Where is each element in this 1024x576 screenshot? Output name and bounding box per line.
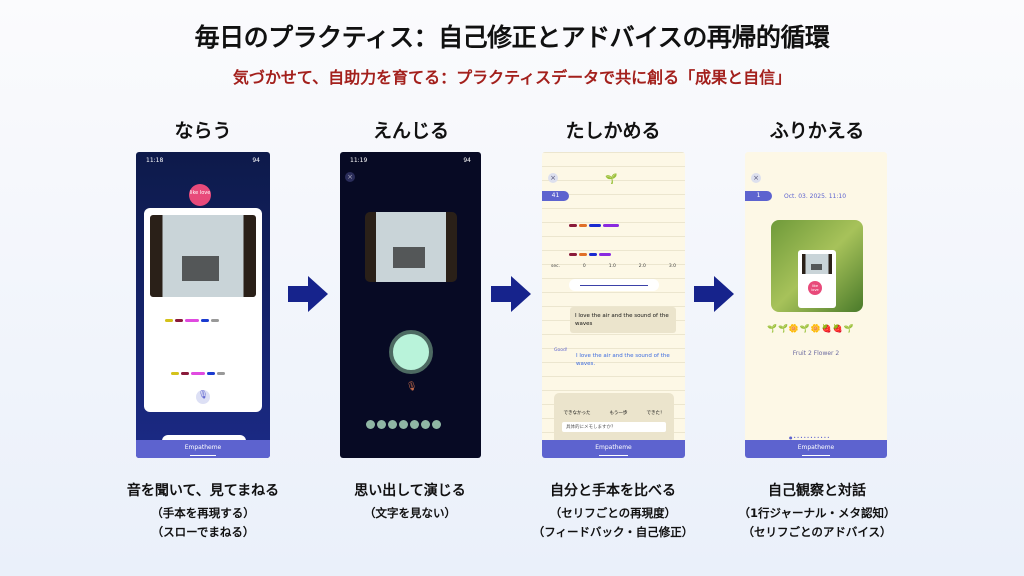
model-waveform xyxy=(568,212,620,231)
close-button[interactable]: × xyxy=(548,173,558,183)
axis-tick: 2.0 xyxy=(638,264,646,269)
status-time: 11:18 xyxy=(146,157,164,164)
growth-icons: 🌱🌱🌼🌱🌼🍓🍓🌱 xyxy=(767,324,855,333)
session-date: Oct. 03. 2025. 11:10 xyxy=(784,193,847,200)
caption-sub: （手本を再現する） xyxy=(151,506,255,520)
status-time: 11:19 xyxy=(350,157,368,164)
step-label-tashikameru: たしかめる xyxy=(565,120,661,142)
caption-sub: （セリフごとのアドバイス） xyxy=(742,525,892,539)
axis-tick: 3.0 xyxy=(668,264,676,269)
time-axis: sec. 0 1.0 2.0 3.0 xyxy=(551,264,676,269)
caption-sub: （1行ジャーナル・メタ認知） xyxy=(738,506,896,520)
caption-main: 音を聞いて、見てまねる xyxy=(126,483,280,499)
good-label: Good! xyxy=(554,348,568,353)
axis-label: sec. xyxy=(551,264,561,269)
playback-slider[interactable] xyxy=(569,279,659,291)
user-waveform xyxy=(568,241,612,260)
page-subtitle: 気づかせて、自助力を育てる：プラクティスデータで共に創る「成果と自信」 xyxy=(232,68,792,87)
microphone-icon: 🎙 xyxy=(406,382,418,392)
app-footer: Empatheme xyxy=(136,440,270,458)
like-love-badge: like love xyxy=(808,281,822,295)
close-button[interactable]: × xyxy=(751,173,761,183)
growth-summary: Fruit 2 Flower 2 xyxy=(792,350,840,357)
practice-card: 🎙 xyxy=(144,208,262,412)
step-label-enjiru: えんじる xyxy=(372,120,449,142)
axis-tick: 1.0 xyxy=(608,264,616,269)
step-label-narau: ならう xyxy=(174,120,232,142)
model-phrase-bars xyxy=(164,307,262,326)
phrase-progress-dots xyxy=(366,420,441,429)
caption-sub: （スローでまねる） xyxy=(151,525,255,539)
sprout-icon: 🌱 xyxy=(605,174,618,185)
journal-thumbnail[interactable]: like love xyxy=(771,220,863,312)
record-button[interactable] xyxy=(389,330,433,374)
scene-image xyxy=(365,212,457,282)
page-title: 毎日のプラクティス：自己修正とアドバイスの再帰的循環 xyxy=(194,23,830,52)
battery-indicator: 94 xyxy=(252,157,260,164)
caption-main: 自分と手本を比べる xyxy=(550,483,676,499)
arrow-right-icon xyxy=(491,276,531,312)
arrow-right-icon xyxy=(288,276,328,312)
arrow-right-icon xyxy=(694,276,734,312)
user-phrase-bars xyxy=(170,360,262,379)
caption-furikaeru: 自己観察と対話 （1行ジャーナル・メタ認知） （セリフごとのアドバイス） xyxy=(717,480,917,542)
app-footer: Empatheme xyxy=(745,440,887,458)
rating-option-done[interactable]: できた！ xyxy=(646,411,665,416)
microphone-button[interactable]: 🎙 xyxy=(196,390,210,404)
close-button[interactable]: × xyxy=(345,172,355,182)
model-line-bubble: I love the air and the sound of the wave… xyxy=(570,307,676,333)
phrase-count: 41 xyxy=(542,191,569,201)
rating-option-almost[interactable]: もう一歩 xyxy=(609,411,628,416)
step-label-furikaeru: ふりかえる xyxy=(769,120,865,142)
app-footer: Empatheme xyxy=(542,440,685,458)
caption-sub: （セリフごとの再現度） xyxy=(549,506,677,520)
axis-tick: 0 xyxy=(582,264,586,269)
like-love-badge[interactable]: like love xyxy=(189,184,211,206)
battery-indicator: 94 xyxy=(463,157,471,164)
phone-screen-narau: 11:18 94 like love 🎙 Empatheme xyxy=(136,152,270,458)
scene-image xyxy=(150,215,256,297)
caption-main: 思い出して演じる xyxy=(354,483,466,499)
caption-narau: 音を聞いて、見てまねる （手本を再現する） （スローでまねる） xyxy=(103,480,303,542)
phone-screen-enjiru: 11:19 94 × 🎙 xyxy=(340,152,481,458)
page-indicator[interactable]: ●••••••••••• xyxy=(789,435,831,440)
rating-option-failed[interactable]: できなかった xyxy=(563,411,591,416)
memo-input[interactable]: 具体的にメモしますか？ xyxy=(562,422,666,432)
phone-screen-furikaeru: × 1 Oct. 03. 2025. 11:10 like love 🌱🌱🌼🌱🌼… xyxy=(745,152,887,458)
caption-enjiru: 思い出して演じる （文字を見ない） xyxy=(310,480,510,523)
caption-sub: （文字を見ない） xyxy=(364,506,456,520)
phone-screen-tashikameru: × 🌱 41 sec. 0 1.0 2.0 3.0 I love the air and… xyxy=(542,152,685,458)
caption-sub: （フィードバック・自己修正） xyxy=(532,525,694,539)
user-line-transcript: I love the air and the sound of the wave… xyxy=(576,353,670,367)
caption-main: 自己観察と対話 xyxy=(768,483,866,499)
caption-tashikameru: 自分と手本を比べる （セリフごとの再現度） （フィードバック・自己修正） xyxy=(513,480,713,542)
session-index: 1 xyxy=(745,191,772,201)
